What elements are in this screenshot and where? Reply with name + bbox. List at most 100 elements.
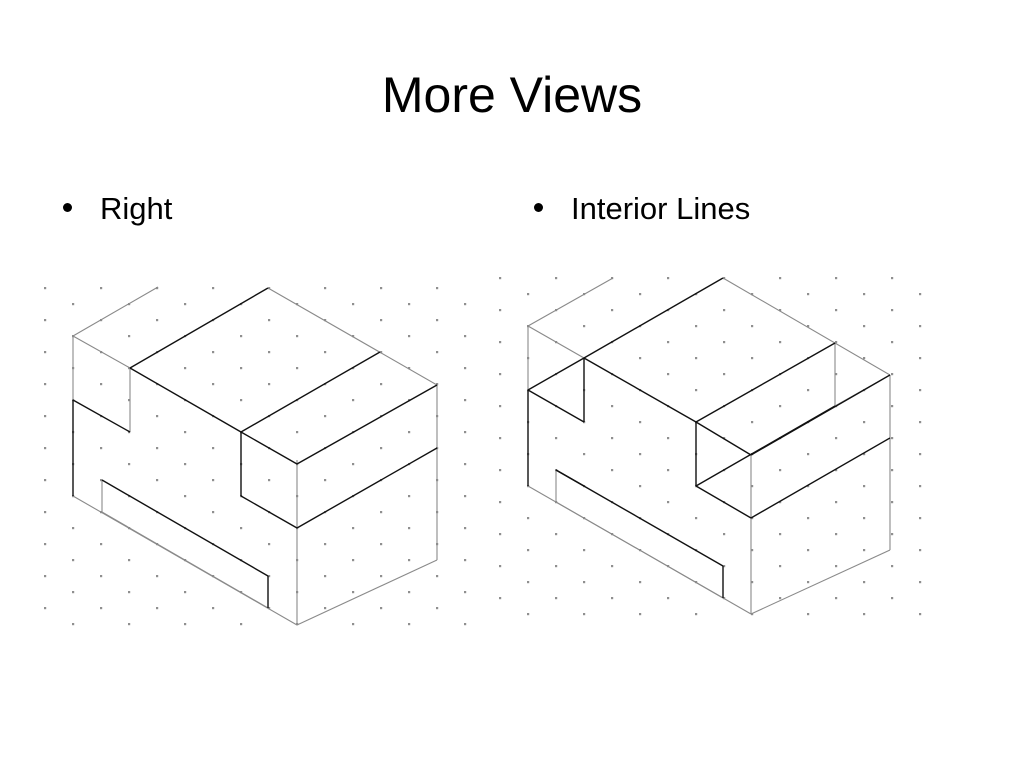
grid-dot [891, 309, 894, 312]
visible-edge [296, 447, 438, 529]
grid-dot [555, 565, 558, 568]
grid-dot [464, 591, 467, 594]
grid-dot [44, 447, 47, 450]
visible-edge [240, 495, 298, 529]
visible-edge [750, 437, 891, 519]
grid-dot [184, 431, 187, 434]
grid-dot [695, 357, 698, 360]
grid-dot [44, 383, 47, 386]
grid-dot [555, 533, 558, 536]
grid-dot [723, 565, 726, 568]
grid-dot [751, 485, 754, 488]
grid-dot [212, 287, 215, 290]
grid-dot [499, 533, 502, 536]
grid-dot [751, 421, 754, 424]
grid-dot [464, 495, 467, 498]
grid-dot [667, 341, 670, 344]
grid-dot [779, 533, 782, 536]
construction-line [101, 511, 269, 609]
grid-dot [891, 277, 894, 280]
grid-dot [751, 357, 754, 360]
grid-dot [352, 591, 355, 594]
grid-dot [268, 479, 271, 482]
grid-dot [352, 463, 355, 466]
grid-dot [408, 591, 411, 594]
grid-dot [639, 485, 642, 488]
visible-edge [527, 357, 585, 391]
grid-dot [72, 559, 75, 562]
grid-dot [919, 453, 922, 456]
grid-dot [667, 277, 670, 280]
grid-dot [464, 303, 467, 306]
isometric-drawing-interior-lines [527, 277, 891, 615]
grid-dot [499, 437, 502, 440]
grid-dot [807, 485, 810, 488]
grid-dot [212, 383, 215, 386]
grid-dot [128, 559, 131, 562]
construction-line [750, 549, 891, 615]
grid-dot [324, 351, 327, 354]
grid-dot [352, 623, 355, 626]
grid-dot [408, 495, 411, 498]
grid-dot [44, 415, 47, 418]
grid-dot [268, 607, 271, 610]
grid-dot [527, 549, 530, 552]
grid-dot [611, 565, 614, 568]
grid-dot [751, 549, 754, 552]
grid-dot [464, 463, 467, 466]
grid-dot [499, 309, 502, 312]
grid-dot [184, 623, 187, 626]
grid-dot [352, 559, 355, 562]
isometric-grid-left [44, 287, 467, 626]
visible-edge [101, 479, 269, 577]
grid-dot [380, 511, 383, 514]
grid-dot [919, 421, 922, 424]
grid-dot [324, 479, 327, 482]
grid-dot [380, 383, 383, 386]
grid-dot [835, 309, 838, 312]
grid-dot [891, 533, 894, 536]
grid-dot [919, 357, 922, 360]
grid-dot [464, 399, 467, 402]
grid-dot [464, 623, 467, 626]
grid-dot [639, 293, 642, 296]
grid-dot [352, 399, 355, 402]
visible-edge [240, 431, 298, 465]
grid-dot [436, 319, 439, 322]
grid-dot [639, 613, 642, 616]
grid-dot [499, 597, 502, 600]
grid-dot [891, 405, 894, 408]
grid-dot [436, 575, 439, 578]
grid-dot [268, 543, 271, 546]
grid-dot [44, 575, 47, 578]
grid-dot [44, 319, 47, 322]
grid-dot [919, 389, 922, 392]
grid-dot [436, 383, 439, 386]
grid-dot [44, 287, 47, 290]
grid-dot [352, 335, 355, 338]
grid-dot [779, 597, 782, 600]
grid-dot [44, 479, 47, 482]
grid-dot [72, 623, 75, 626]
grid-dot [128, 399, 131, 402]
construction-line [267, 287, 438, 386]
grid-dot [100, 287, 103, 290]
grid-dot [919, 293, 922, 296]
grid-dot [324, 543, 327, 546]
grid-dot [639, 357, 642, 360]
visible-edge [583, 277, 724, 359]
grid-dot [891, 597, 894, 600]
bullet-item-interior-lines: Interior Lines [534, 188, 750, 230]
grid-dot [779, 277, 782, 280]
grid-dot [156, 319, 159, 322]
grid-dot [863, 293, 866, 296]
visible-edge [72, 399, 131, 433]
grid-dot [835, 533, 838, 536]
grid-dot [863, 517, 866, 520]
grid-dot [156, 607, 159, 610]
grid-dot [499, 405, 502, 408]
construction-line [527, 325, 585, 359]
grid-dot [695, 517, 698, 520]
visible-edge [129, 287, 269, 369]
